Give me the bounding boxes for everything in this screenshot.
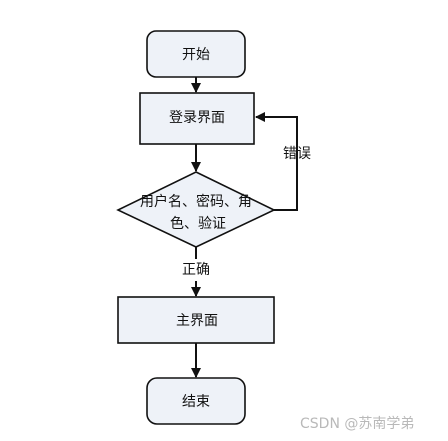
arrow-error-loop [255, 112, 298, 211]
main-label: 主界面 [176, 313, 218, 329]
start-node: 开始 [146, 30, 246, 78]
decision-node: 用户名、密码、角 色、验证 [116, 171, 276, 248]
login-label: 登录界面 [169, 110, 225, 126]
login-node: 登录界面 [139, 92, 255, 145]
edge-label-correct: 正确 [182, 262, 210, 278]
decision-label-line2: 色、验证 [170, 215, 226, 232]
edge-label-error: 错误 [283, 146, 311, 162]
main-node: 主界面 [117, 296, 275, 344]
end-node: 结束 [146, 377, 246, 425]
decision-label-line1: 用户名、密码、角 [140, 193, 252, 210]
start-label: 开始 [182, 47, 210, 63]
edge-label-correct-bg [176, 259, 216, 281]
watermark-text: CSDN @苏南学弟 [300, 416, 414, 432]
end-label: 结束 [182, 394, 210, 410]
